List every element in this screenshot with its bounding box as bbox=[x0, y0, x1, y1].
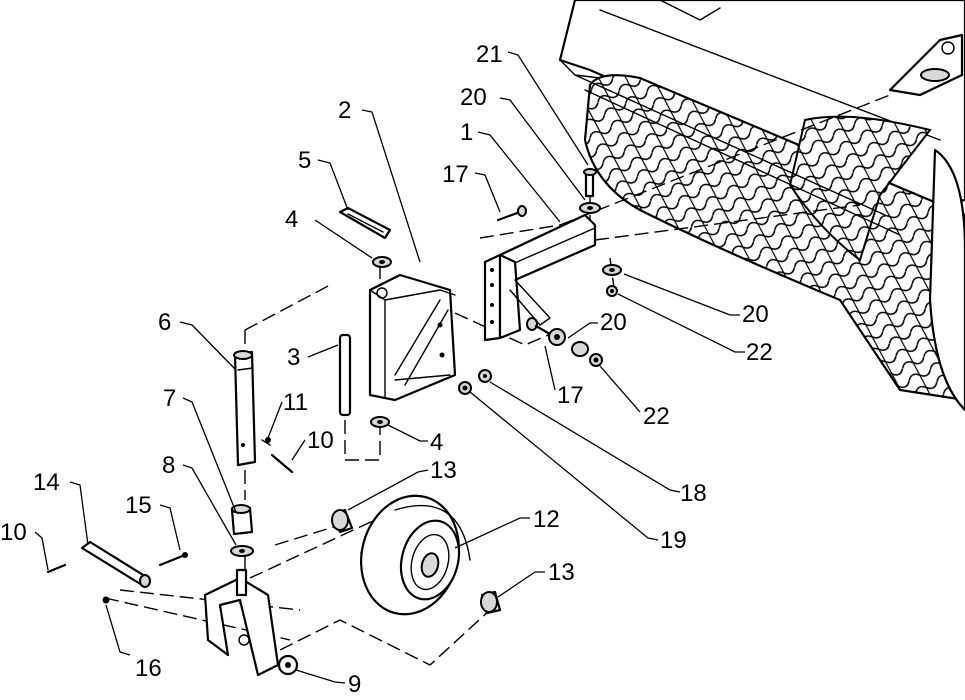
callout-13: 13 bbox=[548, 559, 575, 586]
callout-17: 17 bbox=[442, 161, 469, 188]
callout-8: 8 bbox=[162, 452, 175, 479]
callout-15: 15 bbox=[125, 492, 152, 519]
callout-14: 14 bbox=[33, 469, 60, 496]
part-15-bolt bbox=[158, 552, 188, 567]
callout-22: 22 bbox=[746, 339, 773, 366]
callout-6: 6 bbox=[158, 309, 171, 336]
part-22-nuts bbox=[589, 285, 618, 367]
callout-16: 16 bbox=[135, 655, 162, 682]
callout-3: 3 bbox=[287, 344, 300, 371]
callout-18: 18 bbox=[680, 480, 707, 507]
callout-2: 2 bbox=[338, 97, 351, 124]
part-7-bushing bbox=[230, 504, 254, 536]
part-19-nut bbox=[458, 381, 472, 395]
part-1-frame-arm bbox=[483, 213, 597, 342]
leader-lines bbox=[34, 51, 745, 684]
part-20-washers bbox=[548, 202, 622, 357]
callout-12: 12 bbox=[533, 506, 560, 533]
callout-11: 11 bbox=[283, 389, 308, 416]
part-18-washer bbox=[478, 369, 492, 383]
part-3-pivot-pin bbox=[338, 333, 352, 417]
callout-13: 13 bbox=[430, 457, 457, 484]
part-10-cotter-pin-lower bbox=[46, 563, 67, 574]
part-11-grease-fitting bbox=[261, 437, 271, 446]
part-21-bolt bbox=[583, 168, 597, 198]
part-2-caster-bracket bbox=[368, 273, 457, 402]
callout-22: 22 bbox=[643, 403, 670, 430]
part-6-spindle-tube bbox=[233, 350, 257, 467]
callout-20: 20 bbox=[600, 309, 627, 336]
callout-19: 19 bbox=[660, 527, 687, 554]
part-13-spacers bbox=[331, 508, 502, 615]
callout-17: 17 bbox=[557, 382, 584, 409]
part-17-bolt-upper bbox=[496, 205, 527, 222]
part-12-wheel bbox=[360, 494, 471, 616]
callout-4: 4 bbox=[430, 429, 443, 456]
callout-5: 5 bbox=[298, 147, 311, 174]
part-4-washers bbox=[370, 256, 392, 428]
part-8-washer bbox=[230, 545, 254, 557]
callout-labels: 21 20 2 1 5 17 4 6 3 20 20 22 7 11 17 22… bbox=[0, 41, 773, 698]
mesh-drum bbox=[583, 74, 965, 402]
callout-20: 20 bbox=[460, 84, 487, 111]
part-9-caster-fork bbox=[203, 568, 299, 677]
part-16-nut bbox=[102, 596, 110, 604]
part-14-axle bbox=[80, 540, 151, 588]
callout-7: 7 bbox=[163, 385, 176, 412]
callout-1: 1 bbox=[460, 119, 473, 146]
part-5-slot-plate bbox=[338, 206, 392, 240]
callout-10: 10 bbox=[307, 427, 334, 454]
drum-end-plate bbox=[928, 148, 965, 412]
mesh-flap bbox=[788, 115, 932, 262]
callout-4: 4 bbox=[285, 206, 298, 233]
roller-drum-assembly bbox=[558, 0, 965, 412]
callout-9: 9 bbox=[348, 671, 361, 698]
part-10-cotter-pin-upper bbox=[270, 453, 294, 474]
callout-20: 20 bbox=[742, 301, 769, 328]
callout-10: 10 bbox=[0, 519, 27, 546]
callout-21: 21 bbox=[476, 41, 503, 68]
